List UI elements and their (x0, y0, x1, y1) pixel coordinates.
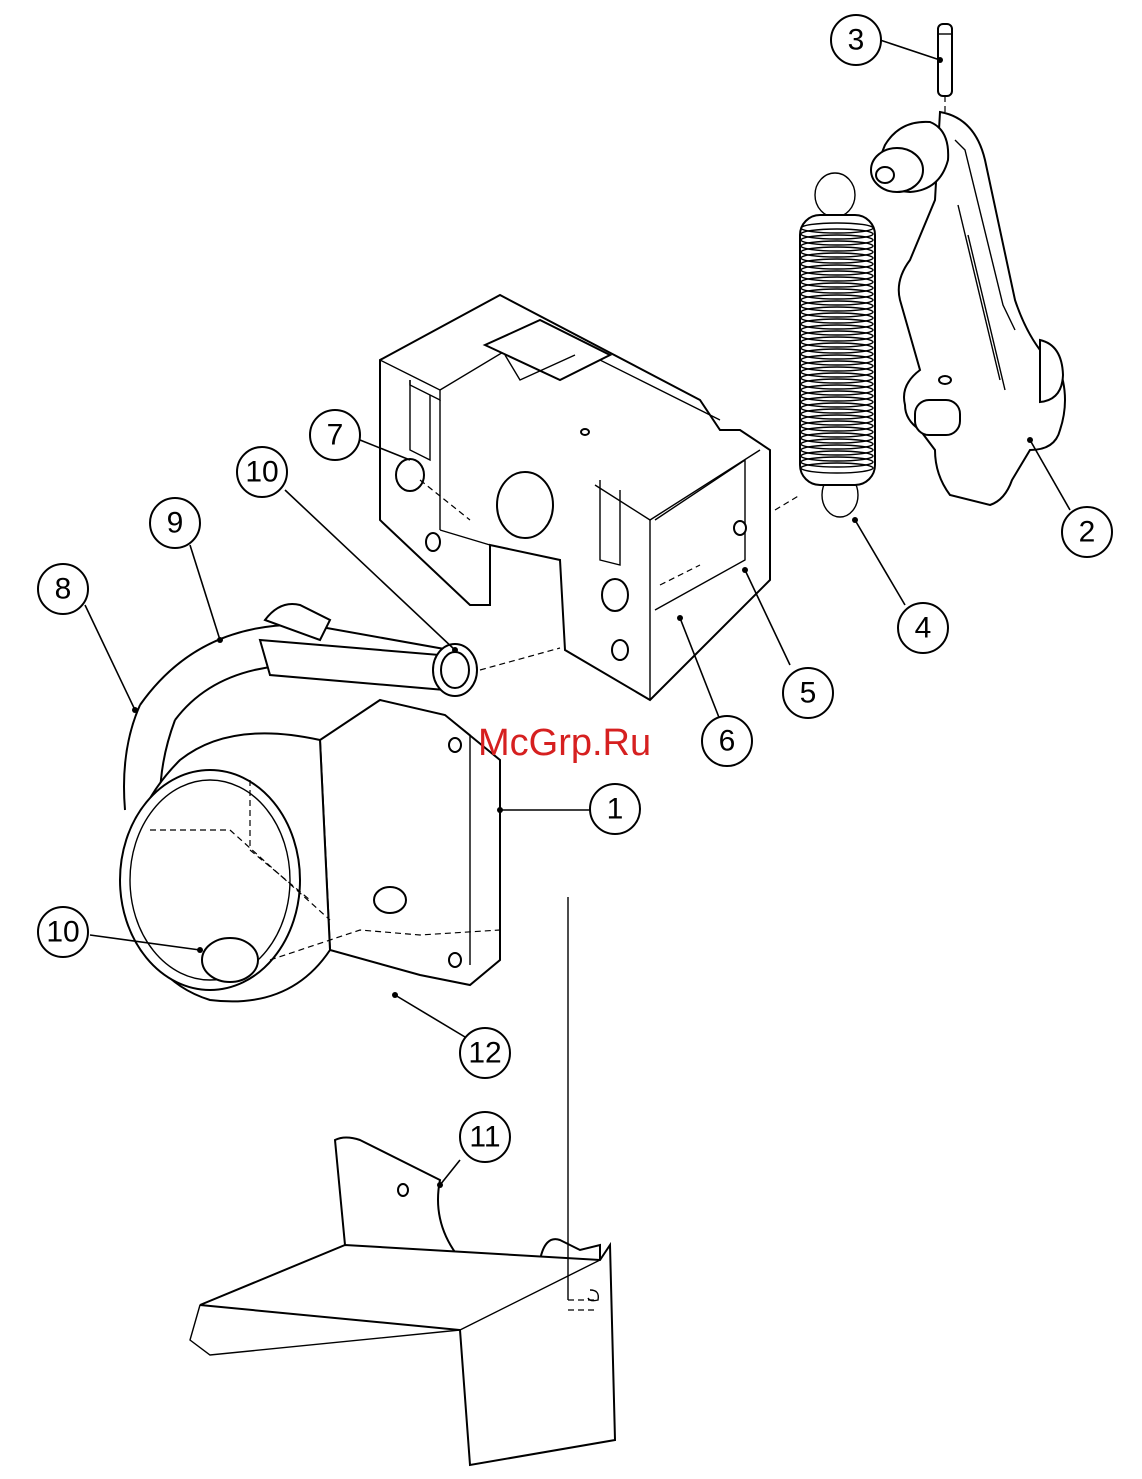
callout-10-upper: 10 (237, 447, 287, 497)
svg-text:1: 1 (607, 793, 624, 826)
callout-9: 9 (150, 498, 200, 548)
svg-text:10: 10 (46, 916, 79, 949)
callout-7: 7 (310, 410, 360, 460)
svg-text:11: 11 (469, 1121, 500, 1154)
svg-text:5: 5 (800, 677, 817, 710)
callout-6: 6 (702, 716, 752, 766)
callout-10-lower: 10 (38, 907, 88, 957)
svg-text:12: 12 (468, 1037, 501, 1070)
spring-part (800, 173, 875, 517)
callout-12: 12 (460, 1028, 510, 1078)
svg-text:4: 4 (915, 612, 932, 645)
svg-text:6: 6 (719, 725, 736, 758)
svg-text:2: 2 (1079, 516, 1096, 549)
callout-8: 8 (38, 564, 88, 614)
svg-text:7: 7 (327, 419, 344, 452)
callout-5: 5 (783, 668, 833, 718)
callout-4: 4 (898, 603, 948, 653)
watermark: McGrp.Ru (478, 722, 651, 764)
lever-arm-part (871, 112, 1065, 505)
callout-1: 1 (590, 784, 640, 834)
callout-2: 2 (1062, 507, 1112, 557)
svg-text:3: 3 (848, 24, 865, 57)
housing-part (120, 700, 500, 1001)
callout-11: 11 (460, 1112, 510, 1162)
svg-text:10: 10 (245, 456, 278, 489)
svg-text:8: 8 (55, 573, 72, 606)
svg-text:9: 9 (167, 507, 184, 540)
callout-3: 3 (831, 15, 881, 65)
